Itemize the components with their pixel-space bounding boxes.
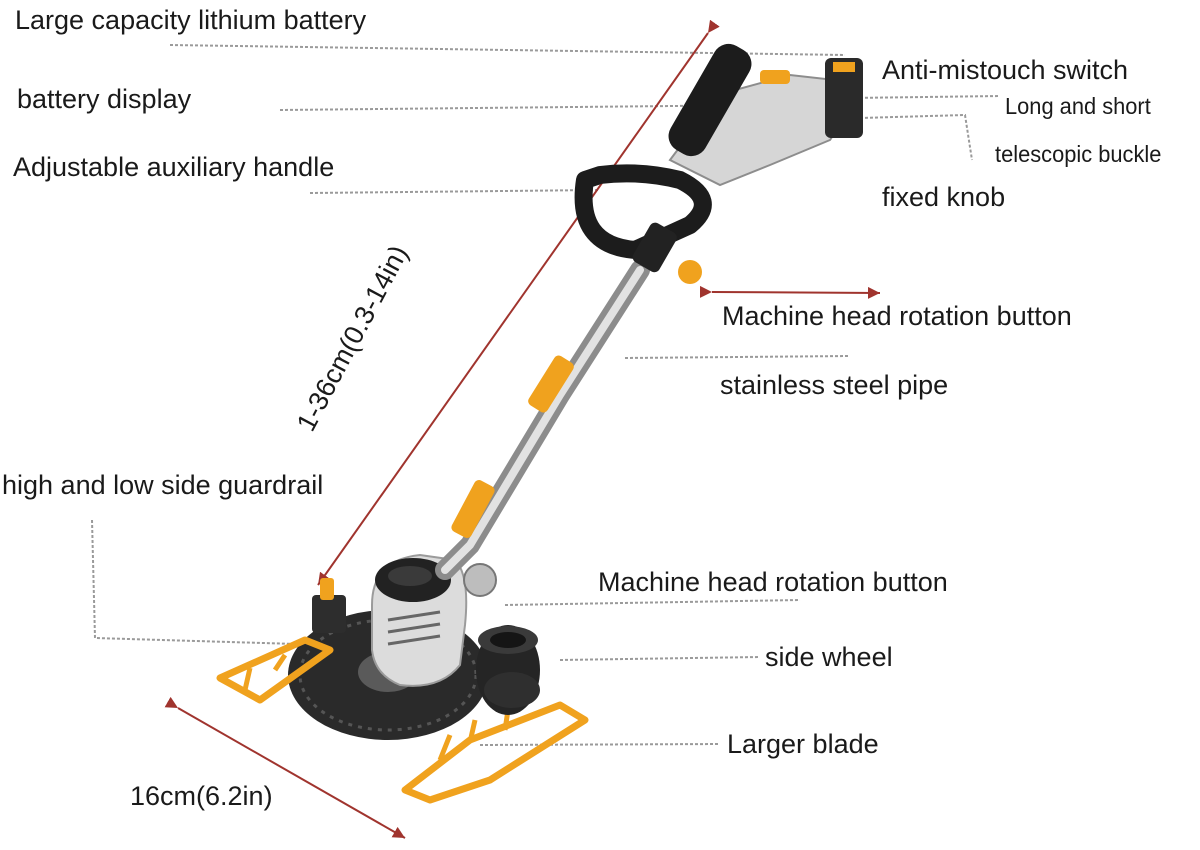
label-blade: Larger blade — [727, 729, 879, 759]
label-steel-pipe: stainless steel pipe — [720, 370, 949, 400]
leader-guardrail — [91, 519, 331, 646]
label-fixed-knob: fixed knob — [882, 182, 1006, 212]
rotation-knob — [463, 563, 497, 597]
leader-head-rotation-lower — [504, 599, 801, 606]
battery-pack — [825, 58, 863, 138]
label-telescopic-buckle: telescopic buckle — [995, 141, 1162, 167]
telescopic-clip-upper — [528, 355, 574, 413]
label-battery-display: battery display — [17, 84, 192, 114]
guardrail-post — [312, 595, 346, 633]
guardrail-left — [216, 636, 334, 704]
label-aux-handle: Adjustable auxiliary handle — [13, 152, 335, 182]
leader-anti-mistouch — [849, 95, 1001, 99]
dimension-width: 16cm(6.2in) — [130, 781, 273, 811]
leader-aux-handle — [309, 189, 601, 194]
auxiliary-handle — [574, 164, 712, 284]
leader-blade — [479, 743, 721, 746]
dimension-arrows — [164, 19, 881, 839]
head-rotation-arrow — [699, 285, 881, 299]
label-guardrail: high and low side guardrail — [2, 470, 324, 500]
length-arrow — [317, 19, 720, 586]
label-battery: Large capacity lithium battery — [15, 5, 367, 35]
switch — [760, 70, 790, 84]
leader-steel-pipe — [624, 355, 851, 359]
main-handle — [668, 43, 752, 157]
cutting-head — [216, 553, 589, 804]
shaft — [435, 260, 650, 580]
width-arrow — [164, 696, 406, 839]
label-head-rotation-upper: Machine head rotation button — [722, 301, 1072, 331]
telescopic-clip-lower — [451, 479, 495, 539]
label-long-short: Long and short — [1005, 93, 1151, 119]
leader-telescopic — [859, 113, 973, 161]
label-anti-mistouch: Anti-mistouch switch — [882, 55, 1129, 85]
main-body — [668, 43, 863, 187]
label-head-rotation-lower: Machine head rotation button — [598, 567, 948, 597]
label-side-wheel: side wheel — [765, 642, 893, 672]
fixed-knob — [678, 260, 702, 284]
leader-side-wheel — [559, 656, 761, 661]
